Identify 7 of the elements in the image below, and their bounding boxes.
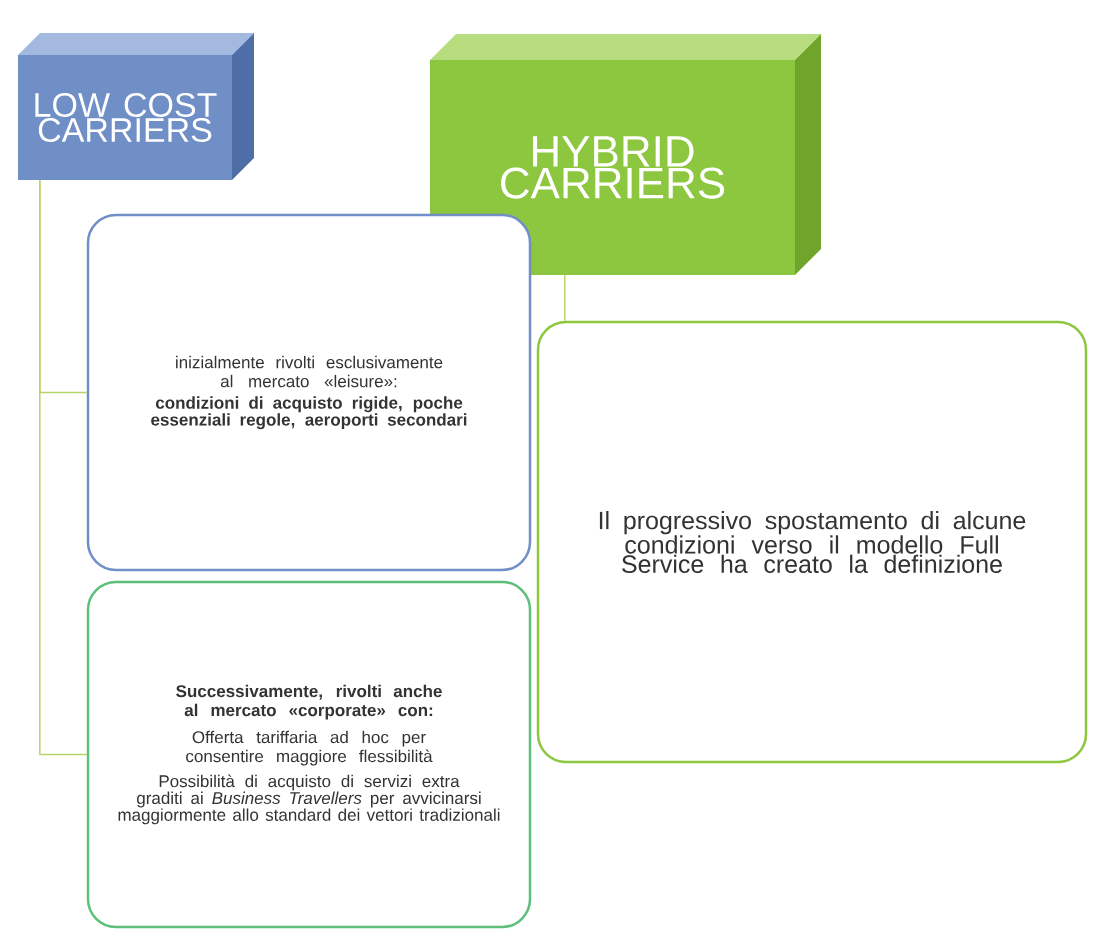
connector-line bbox=[39, 179, 88, 756]
block-box: LOW COST CARRIERS bbox=[18, 33, 254, 180]
rounded-box: Il progressivo spostamento di alcune condizioni verso il modello Full Service ha creato la definizione bbox=[536, 320, 1088, 764]
block-box: HYBRID CARRIERS bbox=[430, 34, 821, 275]
connector-line bbox=[564, 274, 566, 322]
rounded-box: inizialmente rivolti esclusivamente al mercato «leisure»: condizioni di acquisto rigide, poche essenziali regole, aeroporti secondari bbox=[86, 213, 532, 572]
rounded-box: Successivamente, rivolti anche al mercato «corporate» con: Offerta tariffaria ad hoc per consentire maggiore flessibilità Possibilità di acquisto di servizi extra graditi ai Business Travellers per avvicinarsi maggiormente allo standard dei vettori tradizionali bbox=[86, 580, 532, 929]
